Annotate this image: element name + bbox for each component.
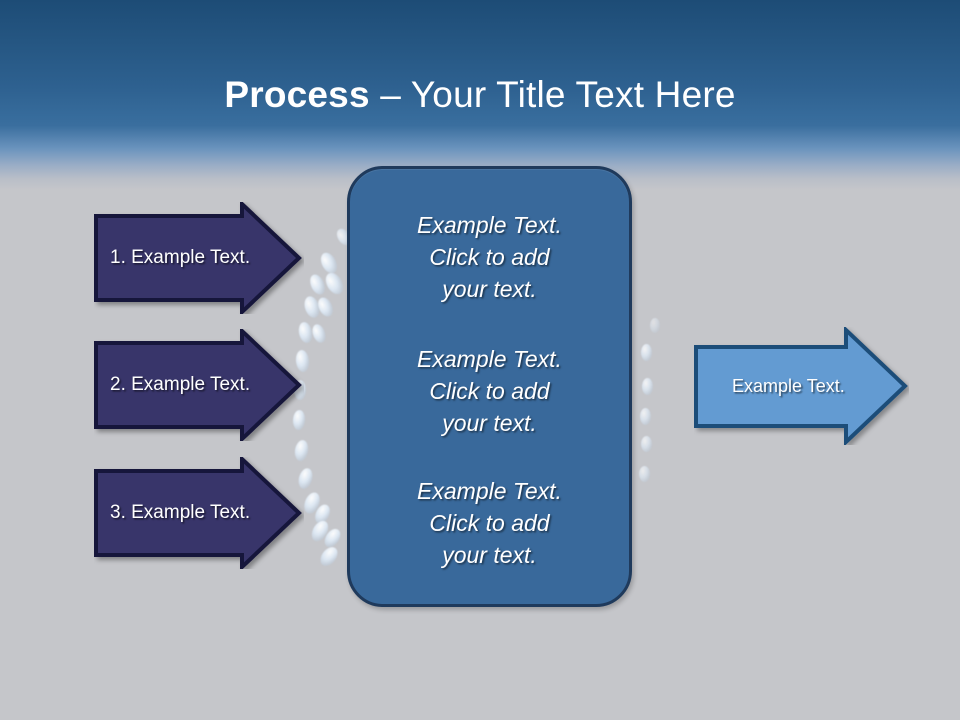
- bubble-icon: [301, 490, 323, 516]
- bubble-icon: [312, 502, 333, 526]
- bubble-icon: [308, 517, 332, 545]
- process-result-arrow[interactable]: Example Text.: [694, 327, 909, 445]
- process-detail-text-1: Example Text. Click to add your text.: [417, 211, 562, 302]
- arrow-shape: [694, 327, 908, 445]
- header-band: [0, 0, 960, 190]
- arrow-shape: [94, 457, 302, 569]
- page-title-rest: – Your Title Text Here: [369, 73, 736, 115]
- arrow-shape: [94, 202, 302, 314]
- bubble-icon: [641, 436, 652, 452]
- bubble-icon: [321, 526, 344, 550]
- bubble-icon: [639, 466, 650, 482]
- bubble-icon: [301, 294, 323, 320]
- process-step-arrow-2[interactable]: 2. Example Text.: [94, 329, 304, 441]
- process-step-arrow-3[interactable]: 3. Example Text.: [94, 457, 304, 569]
- bubble-icon: [317, 250, 341, 276]
- process-step-arrow-1-label: 1. Example Text.: [110, 247, 251, 268]
- bubble-icon: [642, 378, 653, 395]
- arrow-shape: [94, 329, 302, 441]
- bubble-icon: [640, 408, 651, 425]
- process-detail-text-2: Example Text. Click to add your text.: [417, 345, 562, 436]
- bubble-icon: [315, 295, 336, 319]
- process-step-arrow-2-label: 2. Example Text.: [110, 374, 251, 395]
- process-step-arrow-3-label: 3. Example Text.: [110, 502, 251, 523]
- bubble-icon: [322, 269, 347, 298]
- bubble-icon: [307, 272, 328, 297]
- bubble-icon: [310, 322, 328, 345]
- bubble-icon: [641, 344, 652, 361]
- process-result-arrow-label: Example Text.: [732, 376, 845, 396]
- process-detail-text-3: Example Text. Click to add your text.: [417, 477, 562, 568]
- process-detail-panel[interactable]: Example Text. Click to add your text. Ex…: [347, 166, 632, 607]
- process-step-arrow-1[interactable]: 1. Example Text.: [94, 202, 304, 314]
- page-title: Process – Your Title Text Here: [0, 73, 960, 117]
- bubble-icon: [317, 543, 341, 570]
- bubble-icon: [650, 318, 660, 333]
- page-title-strong: Process: [224, 73, 370, 115]
